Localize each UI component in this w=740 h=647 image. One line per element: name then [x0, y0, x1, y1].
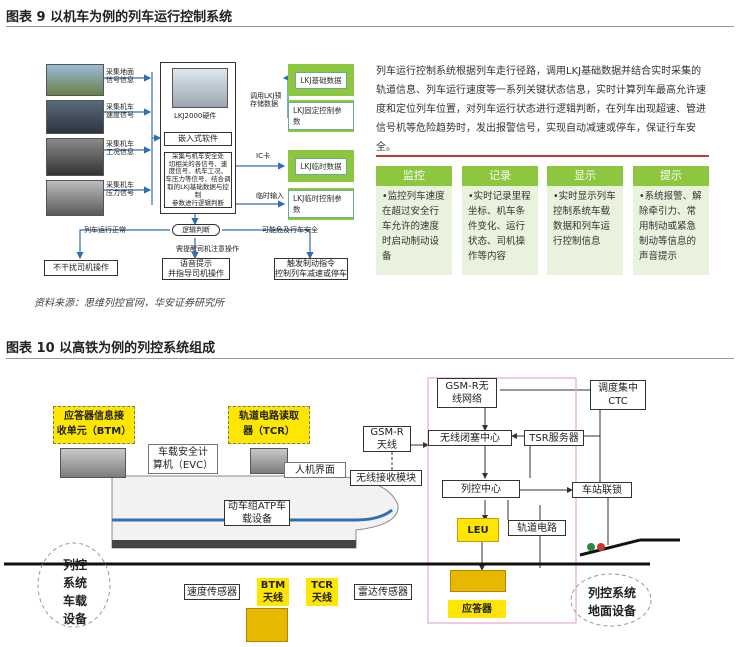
- tcr-reader: 轨道电路读取 器（TCR）: [228, 406, 310, 444]
- out-no-interfere: 不干扰司机操作: [44, 260, 118, 276]
- out-voice-prompt: 语音提示 并指导司机操作: [162, 258, 230, 280]
- track-circuit: 轨道电路: [508, 520, 566, 536]
- embedded-software: 嵌入式软件: [164, 132, 232, 146]
- hardware-label: LKJ2000硬件: [174, 112, 217, 120]
- branch-attention: 需提醒司机注意操作: [176, 245, 239, 253]
- branch-danger: 可能危及行车安全: [262, 226, 318, 234]
- lkj-temp-params: LKJ临时控制参数: [288, 188, 354, 220]
- card-head: 记录: [462, 166, 538, 186]
- figure-9-title: 图表 9 以机车为例的列车运行控制系统: [6, 10, 233, 25]
- card-body: •实时显示列车控制系统车载数据和列车运行控制信息: [553, 191, 616, 247]
- gsmr-antenna: GSM-R 天线: [363, 426, 411, 452]
- label-signal: 采集地面 信号信息: [106, 68, 134, 85]
- figure-10-title: 图表 10 以高铁为例的列控系统组成: [6, 341, 216, 356]
- title-rule: [6, 26, 734, 27]
- pressure-photo: [46, 180, 104, 216]
- lkj2000-screen: [172, 68, 228, 108]
- condition-photo: [46, 138, 104, 176]
- speed-sensor: 速度传感器: [184, 584, 240, 600]
- card-prompt: 提示 •系统报警、解除牵引力、常用制动或紧急制动等信息的声音提示: [633, 166, 709, 275]
- btm-antenna: BTM 天线: [257, 578, 289, 606]
- tcr-antenna: TCR 天线: [306, 578, 338, 606]
- lkj-temp-data: LKJ临时数据: [288, 150, 354, 182]
- onboard-equipment-label: 列控 系统 车载 设备: [62, 558, 87, 626]
- tcr-device: [250, 448, 288, 474]
- out-brake: 触发制动指令 控制列车减速或停车: [274, 258, 348, 280]
- btm-device: [60, 448, 126, 478]
- btm-antenna-device: [246, 608, 288, 642]
- btm-receiver: 应答器信息接 收单元（BTM）: [53, 406, 135, 444]
- lkj-fixed-params: LKJ固定控制参数: [288, 100, 354, 132]
- rw-label: 调用LKJ预 存储数据: [250, 92, 282, 109]
- speed-photo: [46, 100, 104, 134]
- radar-sensor: 雷达传感器: [354, 584, 412, 600]
- atp-onboard: 动车组ATP车 载设备: [224, 500, 290, 526]
- tsr-server: TSR服务器: [524, 430, 584, 446]
- leu: LEU: [457, 518, 499, 542]
- balise-label: 应答器: [448, 600, 506, 618]
- label-pressure: 采集机车 压力信号: [106, 181, 134, 198]
- description-paragraph: 列车运行控制系统根据列车走行径路，调用LKJ基础数据并结合实时采集的轨道信息、列…: [376, 66, 706, 153]
- dmi: 人机界面: [284, 462, 346, 478]
- branch-normal: 列车运行正常: [84, 226, 126, 234]
- card-record: 记录 •实时记录里程坐标、机车条件变化、运行状态、司机操作等内容: [462, 166, 538, 275]
- label-speed: 采集机车 速度信号: [106, 103, 134, 120]
- station-interlocking: 车站联锁: [572, 482, 632, 498]
- card-monitor: 监控 •监控列车速度在超过安全行车允许的速度时启动制动设备: [376, 166, 452, 275]
- rbc: 无线闭塞中心: [428, 430, 512, 446]
- evc: 车载安全计 算机（EVC）: [148, 444, 218, 474]
- balise-device: [450, 570, 506, 592]
- ctc: 调度集中 CTC: [590, 380, 646, 410]
- decision-node: 逻辑判断: [172, 224, 220, 236]
- ic-card-label: IC卡: [256, 152, 270, 160]
- red-divider: [376, 155, 709, 157]
- card-head: 监控: [376, 166, 452, 186]
- card-body: •系统报警、解除牵引力、常用制动或紧急制动等信息的声音提示: [639, 191, 702, 262]
- card-body: •实时记录里程坐标、机车条件变化、运行状态、司机操作等内容: [468, 191, 531, 262]
- card-head: 提示: [633, 166, 709, 186]
- radio-module: 无线接收模块: [350, 470, 422, 486]
- card-display: 显示 •实时显示列车控制系统车载数据和列车运行控制信息: [547, 166, 623, 275]
- card-body: •监控列车速度在超过安全行车允许的速度时启动制动设备: [382, 191, 445, 262]
- label-condition: 采集机车 工况信息: [106, 140, 134, 157]
- temp-input-label: 临时输入: [256, 192, 284, 200]
- title-rule: [6, 358, 734, 359]
- card-head: 显示: [547, 166, 623, 186]
- ground-equipment-label: 列控系统 地面设备: [587, 586, 636, 618]
- source-note: 资料来源：思维列控官网，华安证券研究所: [34, 298, 224, 309]
- logic-description: 采集与机车安全处 切相关的各信号、速 度信号、机车工况、 车压力等信号、结合调 …: [164, 151, 232, 208]
- train-control-center: 列控中心: [442, 480, 520, 498]
- gsmr-network: GSM-R无 线网络: [437, 378, 497, 408]
- signal-photo: [46, 64, 104, 96]
- lkj-basic-data: LKJ基础数据: [288, 64, 354, 96]
